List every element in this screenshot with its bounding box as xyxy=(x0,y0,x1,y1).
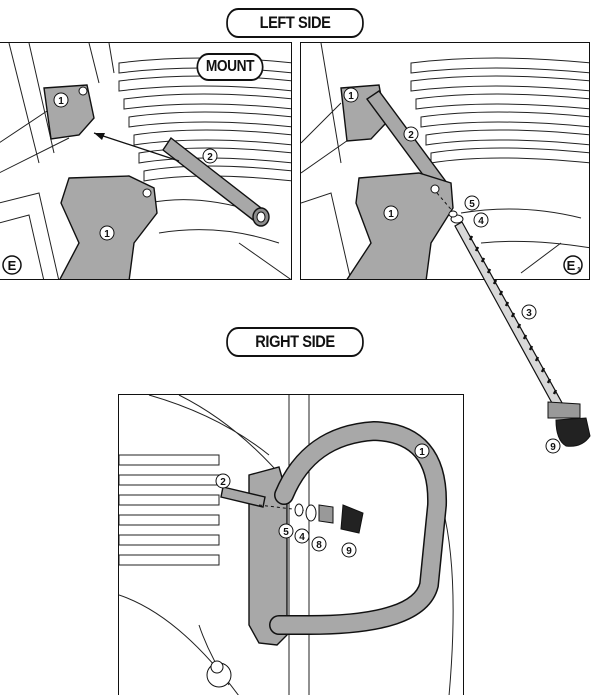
svg-text:E: E xyxy=(567,258,576,273)
svg-text:1: 1 xyxy=(348,91,354,102)
svg-text:2: 2 xyxy=(220,477,226,488)
callout-9: 9 xyxy=(341,542,357,558)
svg-text:1: 1 xyxy=(419,447,425,458)
callout-2: 2 xyxy=(403,126,419,142)
right-side-heading: RIGHT SIDE xyxy=(226,327,364,357)
panel-label-e1: E 1 xyxy=(563,255,583,275)
svg-text:1: 1 xyxy=(58,96,64,107)
svg-text:1: 1 xyxy=(388,209,394,220)
engine-left-bolt-illustration: 1 2 1 5 4 E 1 xyxy=(301,43,589,279)
callout-1-lower: 1 xyxy=(383,205,399,221)
cap-nut-9 xyxy=(555,417,591,447)
cylinder-fins xyxy=(410,57,589,164)
callout-1-lower: 1 xyxy=(99,225,115,241)
diagram-panel-e: 1 1 2 E MOUNT xyxy=(0,42,292,280)
washer-4 xyxy=(305,504,317,522)
callout-1-upper: 1 xyxy=(53,92,69,108)
bar-2 xyxy=(162,136,270,227)
callout-5: 5 xyxy=(278,523,294,539)
spacer-5 xyxy=(448,210,458,218)
svg-text:2: 2 xyxy=(207,152,213,163)
svg-text:9: 9 xyxy=(550,442,556,453)
bar-2 xyxy=(220,486,266,508)
callout-2: 2 xyxy=(215,473,231,489)
nut-8 xyxy=(318,504,334,524)
callout-8: 8 xyxy=(311,536,327,552)
cylinder-fins xyxy=(119,454,220,566)
svg-text:4: 4 xyxy=(478,216,484,227)
svg-text:9: 9 xyxy=(346,546,352,557)
spacer-5 xyxy=(294,503,304,517)
bolt-3 xyxy=(454,221,581,419)
callout-9-outside: 9 xyxy=(545,438,561,454)
callout-3: 3 xyxy=(521,304,537,320)
mount-heading: MOUNT xyxy=(196,53,264,81)
callout-5: 5 xyxy=(464,195,480,211)
svg-text:5: 5 xyxy=(469,199,475,210)
diagram-panel-e1: 1 2 1 5 4 E 1 xyxy=(300,42,590,280)
callout-1-upper: 1 xyxy=(343,87,359,103)
engine-right-illustration: 1 2 5 4 8 9 xyxy=(119,395,454,695)
bracket-1-lower xyxy=(346,172,454,279)
callout-4: 4 xyxy=(294,528,310,544)
panel-label-e: E xyxy=(2,255,22,275)
svg-text:4: 4 xyxy=(299,532,305,543)
svg-text:1: 1 xyxy=(104,229,110,240)
left-side-heading: LEFT SIDE xyxy=(226,8,364,38)
mount-plate xyxy=(248,466,288,646)
svg-text:E: E xyxy=(8,258,17,273)
svg-text:5: 5 xyxy=(283,527,289,538)
svg-text:1: 1 xyxy=(577,267,581,274)
svg-text:8: 8 xyxy=(316,540,322,551)
callout-2: 2 xyxy=(202,148,218,164)
callout-4: 4 xyxy=(473,212,489,228)
cap-nut-9 xyxy=(340,504,364,534)
svg-text:2: 2 xyxy=(408,130,414,141)
svg-text:3: 3 xyxy=(526,308,532,319)
engine-left-illustration: 1 1 2 E xyxy=(0,43,291,279)
callout-1: 1 xyxy=(414,443,430,459)
diagram-panel-right: 1 2 5 4 8 9 xyxy=(118,394,464,695)
